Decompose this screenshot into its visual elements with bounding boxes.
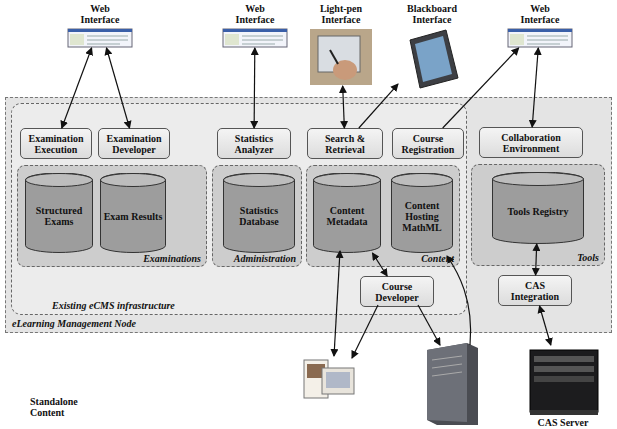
note-label: Standalone Content — [30, 396, 100, 418]
group-label: Examinations — [143, 253, 201, 264]
interface-label: Blackboard Interface — [401, 3, 463, 25]
box-label: Collaboration Environment — [483, 132, 579, 154]
interface-label: Web Interface — [228, 3, 283, 25]
database-label: Content Metadata — [316, 205, 378, 227]
interface-label: Light-pen Interface — [311, 3, 371, 25]
interface-node: Web Interface — [502, 3, 578, 48]
interface-node: Light-pen Interface — [302, 3, 380, 86]
infrastructure-region: Existing eCMS infrastructure Examination … — [11, 103, 467, 315]
server-node: CAS Server — [522, 345, 604, 429]
server-tower — [427, 343, 478, 425]
leader-arrow — [447, 256, 471, 345]
cylinder-top — [392, 174, 453, 187]
cylinder-top — [224, 174, 295, 187]
cylinder-body — [392, 173, 453, 253]
connector-arrow — [532, 48, 538, 127]
database-cylinder: Content Metadata — [313, 173, 381, 253]
box-label: Examination Developer — [102, 133, 166, 155]
region-label: Existing eCMS infrastructure — [52, 300, 175, 311]
box-label: Course Developer — [364, 281, 430, 303]
box-label: Statistics Analyzer — [221, 133, 287, 155]
group-label: Tools — [577, 252, 599, 263]
blackboard-tablet — [410, 30, 458, 88]
group-label: Administration — [234, 253, 296, 264]
connector-arrow — [62, 48, 92, 128]
connector-arrow — [343, 86, 345, 128]
connector-arrow — [254, 48, 256, 128]
process-box: Examination Execution — [20, 128, 92, 159]
cylinder-body — [493, 172, 584, 243]
box-label: CAS Integration — [502, 280, 568, 302]
web-screenshot — [508, 29, 572, 47]
cylinder-body — [26, 173, 93, 252]
database-cylinder: Content Hosting MathML — [391, 173, 453, 253]
group-box: ContentContent MetadataContent Hosting M… — [306, 165, 460, 267]
database-label: Structured Exams — [28, 205, 90, 227]
leader-arrow — [334, 251, 340, 356]
leader-arrow — [418, 305, 440, 345]
group-box: Examinations Structured Exams Exam Results — [17, 165, 207, 267]
connector-arrow — [372, 253, 387, 276]
interface-node: Blackboard Interface — [398, 3, 466, 89]
light-pen-photo — [310, 29, 372, 85]
box-label: Examination Execution — [24, 133, 88, 155]
cas-server-machine — [530, 350, 598, 415]
cylinder-top — [314, 174, 381, 187]
interface-label: Web Interface — [73, 3, 128, 25]
leader-arrow — [352, 305, 378, 358]
cylinder-body — [224, 173, 295, 253]
interface-node: Web Interface — [217, 3, 293, 48]
database-cylinder: Structured Exams — [25, 173, 93, 253]
interface-label: CAS Server — [522, 417, 604, 428]
interface-label: Web Interface — [513, 3, 568, 25]
process-box: Statistics Analyzer — [217, 128, 291, 159]
web-screenshot — [68, 29, 132, 47]
database-cylinder: Exam Results — [100, 173, 166, 253]
cylinder-top — [493, 173, 584, 186]
process-box: CAS Integration — [498, 275, 572, 306]
database-label: Exam Results — [104, 211, 163, 222]
system-region: eLearning Management Node Existing eCMS i… — [5, 97, 612, 333]
process-box: Examination Developer — [98, 128, 170, 159]
group-box: Administration Statistics Database — [212, 165, 302, 267]
connector-arrow — [359, 84, 398, 128]
interface-node: Web Interface — [62, 3, 138, 48]
web-screenshot — [223, 29, 287, 47]
database-label: Statistics Database — [226, 205, 292, 227]
database-cylinder: Statistics Database — [223, 173, 295, 253]
group-box: Tools Tools Registry — [471, 164, 605, 266]
database-cylinder: Tools Registry — [492, 172, 584, 244]
cylinder-body — [314, 173, 381, 252]
connector-arrow — [106, 48, 129, 128]
cylinder-body — [101, 173, 166, 253]
process-box: Search & Retrieval — [307, 128, 383, 159]
database-label: Tools Registry — [507, 206, 568, 217]
box-label: Course Registration — [396, 133, 460, 155]
region-label: eLearning Management Node — [12, 318, 136, 329]
box-label: Search & Retrieval — [311, 133, 379, 155]
process-box: Collaboration Environment — [479, 127, 583, 158]
process-box: Course Registration — [392, 128, 464, 159]
cylinder-top — [101, 174, 166, 187]
connector-arrow — [536, 244, 537, 275]
process-box: Course Developer — [360, 276, 434, 307]
connector-arrow — [539, 306, 550, 345]
cylinder-top — [26, 174, 93, 187]
slides-image — [304, 360, 354, 398]
database-label: Content Hosting MathML — [394, 200, 450, 233]
connector-arrow — [443, 48, 519, 128]
